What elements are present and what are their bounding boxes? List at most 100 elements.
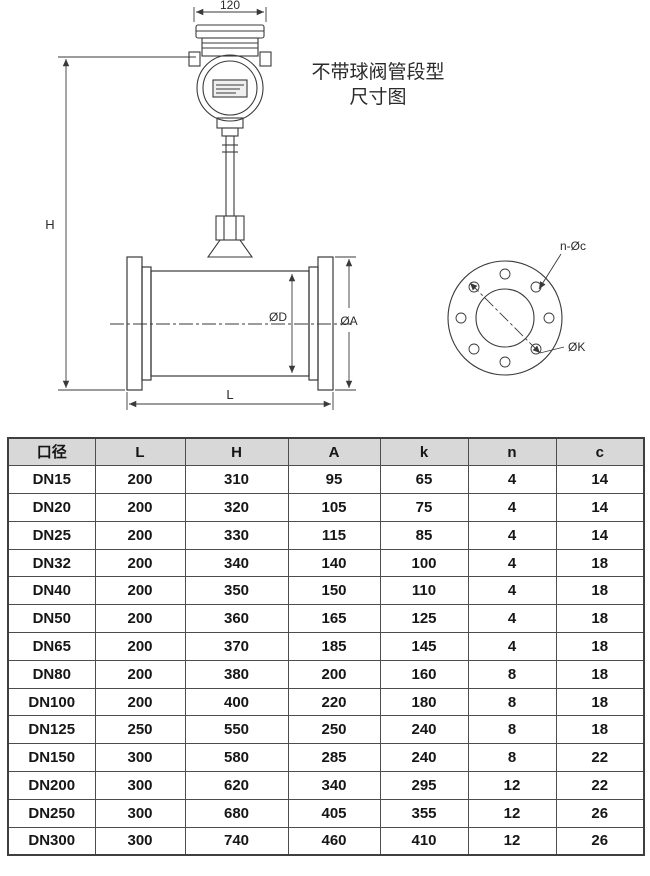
value-cell: 200 xyxy=(94,520,186,550)
value-cell: 240 xyxy=(379,715,469,745)
dim-label-K: ØK xyxy=(568,340,585,354)
value-cell: 240 xyxy=(379,743,469,773)
diameter-cell: DN300 xyxy=(7,826,96,856)
table-header-cell-n: n xyxy=(467,437,557,467)
value-cell: 100 xyxy=(379,548,469,578)
bolt-circle-diagonal xyxy=(469,282,541,354)
dim-label-n-c: n-Øc xyxy=(560,239,586,253)
diameter-cell: DN80 xyxy=(7,659,96,689)
value-cell: 12 xyxy=(467,771,557,800)
dim-D: ØD xyxy=(269,274,296,373)
value-cell: 4 xyxy=(467,548,557,578)
value-cell: 8 xyxy=(467,687,557,717)
drawing-title-line1: 不带球阀管段型 xyxy=(311,61,444,83)
value-cell: 110 xyxy=(379,576,469,606)
value-cell: 620 xyxy=(184,771,289,800)
value-cell: 300 xyxy=(94,826,186,856)
value-cell: 160 xyxy=(379,659,469,689)
dim-H: H xyxy=(45,56,196,391)
diameter-cell: DN200 xyxy=(7,771,96,800)
dim-label-120: 120 xyxy=(220,0,240,12)
value-cell: 740 xyxy=(184,826,289,856)
dim-120: 120 xyxy=(193,0,267,22)
diameter-cell: DN15 xyxy=(7,465,96,495)
diameter-cell: DN65 xyxy=(7,632,96,661)
dim-L: L xyxy=(126,387,334,410)
table-header-cell-diameter: 口径 xyxy=(7,437,96,467)
stem xyxy=(206,117,254,258)
value-cell: 12 xyxy=(467,798,557,828)
value-cell: 4 xyxy=(467,604,557,634)
diameter-cell: DN25 xyxy=(7,520,96,550)
value-cell: 4 xyxy=(467,632,557,661)
value-cell: 85 xyxy=(379,520,469,550)
flange-end-view: n-Øc ØK xyxy=(447,239,586,376)
value-cell: 350 xyxy=(184,576,289,606)
dim-label-D: ØD xyxy=(269,310,287,324)
value-cell: 8 xyxy=(467,659,557,689)
value-cell: 125 xyxy=(379,604,469,634)
table-header-cell-a: A xyxy=(287,437,381,467)
value-cell: 150 xyxy=(287,576,381,606)
value-cell: 550 xyxy=(184,715,289,745)
value-cell: 200 xyxy=(94,493,186,522)
value-cell: 405 xyxy=(287,798,381,828)
flowmeter-drawing: 120 H ØD ØA xyxy=(45,0,586,410)
value-cell: 140 xyxy=(287,548,381,578)
value-cell: 18 xyxy=(555,715,645,745)
value-cell: 340 xyxy=(184,548,289,578)
value-cell: 18 xyxy=(555,687,645,717)
bolt-hole-leader xyxy=(538,253,562,290)
value-cell: 370 xyxy=(184,632,289,661)
diameter-cell: DN150 xyxy=(7,743,96,773)
dim-A: ØA xyxy=(335,256,358,391)
diameter-cell: DN250 xyxy=(7,798,96,828)
value-cell: 200 xyxy=(94,604,186,634)
value-cell: 22 xyxy=(555,743,645,773)
value-cell: 4 xyxy=(467,493,557,522)
value-cell: 410 xyxy=(379,826,469,856)
value-cell: 180 xyxy=(379,687,469,717)
value-cell: 340 xyxy=(287,771,381,800)
value-cell: 26 xyxy=(555,798,645,828)
transmitter-head xyxy=(188,24,272,122)
value-cell: 8 xyxy=(467,743,557,773)
value-cell: 12 xyxy=(467,826,557,856)
drawing-title-line2: 尺寸图 xyxy=(349,86,406,108)
diameter-cell: DN20 xyxy=(7,493,96,522)
table-header-cell-l: L xyxy=(94,437,186,467)
value-cell: 105 xyxy=(287,493,381,522)
value-cell: 250 xyxy=(287,715,381,745)
dim-label-L: L xyxy=(226,387,233,402)
value-cell: 200 xyxy=(287,659,381,689)
value-cell: 14 xyxy=(555,493,645,522)
value-cell: 580 xyxy=(184,743,289,773)
technical-drawing: 120 H ØD ØA xyxy=(0,0,650,432)
value-cell: 8 xyxy=(467,715,557,745)
value-cell: 75 xyxy=(379,493,469,522)
value-cell: 300 xyxy=(94,743,186,773)
value-cell: 14 xyxy=(555,520,645,550)
value-cell: 360 xyxy=(184,604,289,634)
value-cell: 4 xyxy=(467,576,557,606)
value-cell: 295 xyxy=(379,771,469,800)
value-cell: 165 xyxy=(287,604,381,634)
value-cell: 4 xyxy=(467,520,557,550)
value-cell: 285 xyxy=(287,743,381,773)
value-cell: 14 xyxy=(555,465,645,495)
value-cell: 380 xyxy=(184,659,289,689)
